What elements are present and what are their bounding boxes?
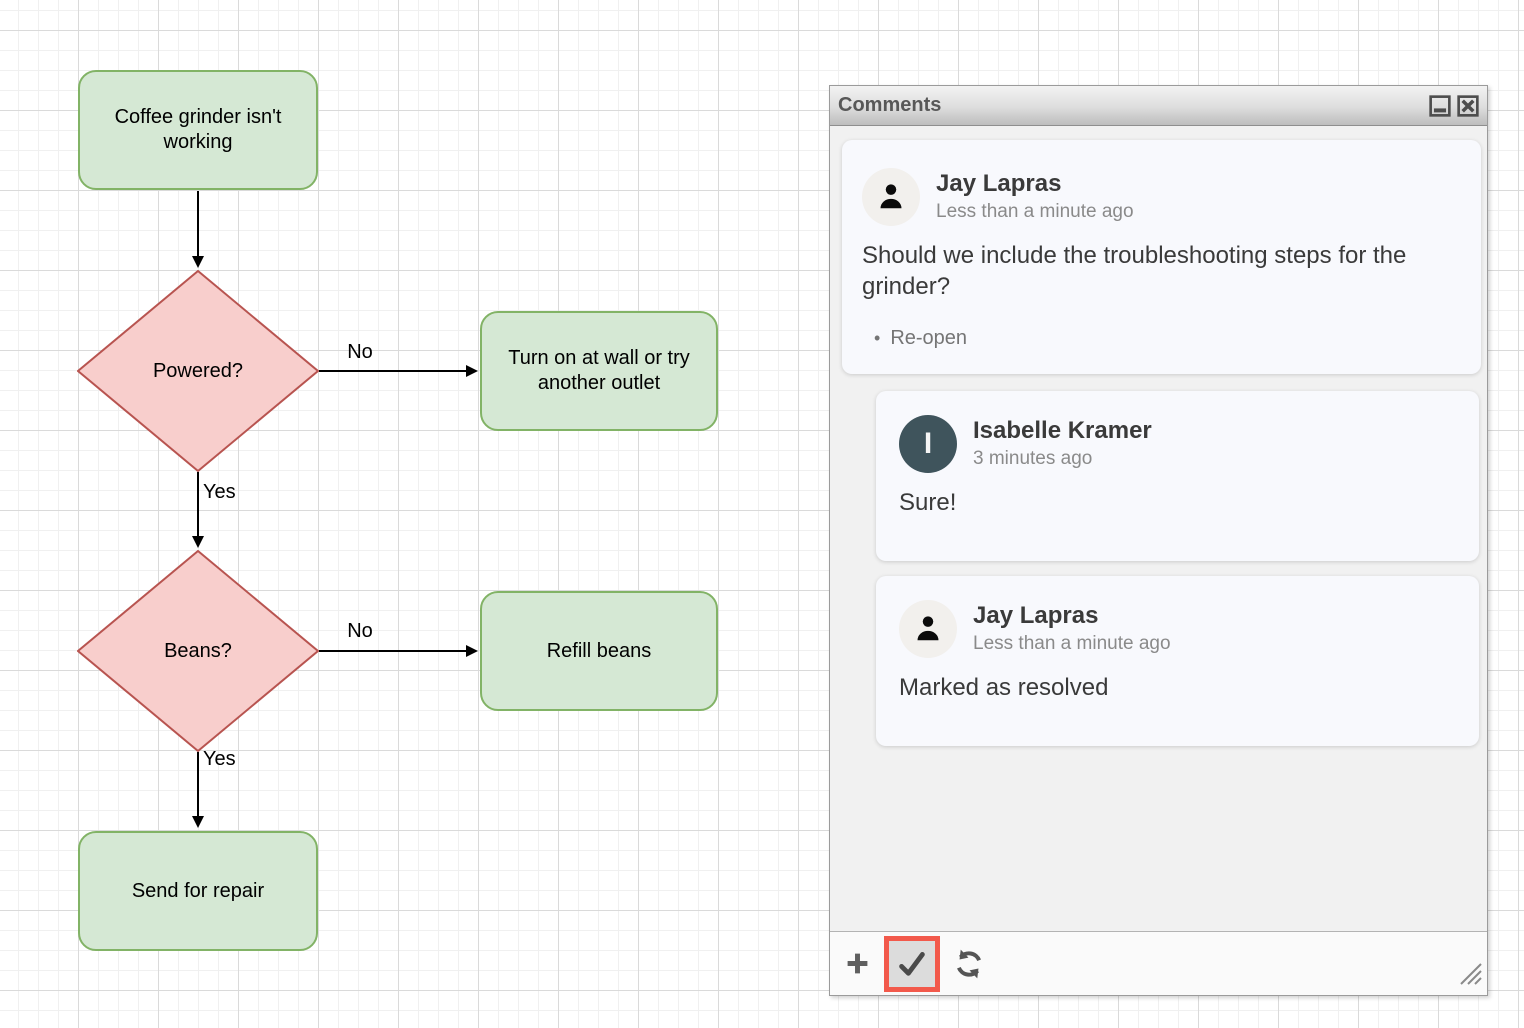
checkmark-icon [899,951,925,976]
comment-card: I Isabelle Kramer 3 minutes ago Sure! [876,391,1479,561]
node-label: Powered? [152,359,244,382]
comment-text: Marked as resolved [899,674,1109,701]
node-label: Send for repair [131,879,265,902]
plus-icon [847,953,867,974]
node-label: Coffee grinder isn't working [114,106,282,153]
avatar-letter: I [923,427,933,460]
refresh-comments-button[interactable] [952,947,986,981]
letter-avatar: I [899,415,957,473]
comments-window: Comments [829,85,1488,996]
window-title: Comments [838,94,942,116]
node-send-repair[interactable]: Send for repair [78,831,318,951]
add-comment-button[interactable] [842,949,872,979]
comment-timestamp: 3 minutes ago [973,448,1093,469]
reopen-link[interactable]: Re-open [890,327,968,349]
comment-card: Jay Lapras Less than a minute ago Marked… [876,576,1479,746]
minimize-button[interactable] [1429,94,1451,117]
node-label: Refill beans [546,639,652,662]
refresh-icon [957,949,981,978]
node-beans-decision[interactable]: Beans? [77,550,319,752]
edge-label-yes-beans[interactable]: Yes [203,748,236,770]
comment-author: Jay Lapras [973,602,1099,629]
edge-label-yes-powered[interactable]: Yes [203,481,236,503]
bullet: • [874,328,881,348]
node-label: Beans? [164,639,232,662]
comment-author: Jay Lapras [936,170,1062,197]
comment-card: Jay Lapras Less than a minute ago Should… [842,140,1481,374]
node-powered-decision[interactable]: Powered? [77,270,319,472]
comment-text: Sure! [899,489,957,516]
node-coffee-grinder[interactable]: Coffee grinder isn't working [78,70,318,190]
comments-window-titlebar[interactable]: Comments [830,86,1487,126]
comments-list: Jay Lapras Less than a minute ago Should… [830,126,1487,931]
comment-timestamp: Less than a minute ago [973,633,1171,654]
close-button[interactable] [1457,94,1479,117]
close-icon [1457,94,1479,117]
node-refill-beans[interactable]: Refill beans [480,591,718,711]
node-turn-on-wall[interactable]: Turn on at wall or try another outlet [480,311,718,431]
minimize-icon [1429,94,1451,117]
node-label: Turn on at wall or try another outlet [508,347,690,394]
comment-timestamp: Less than a minute ago [936,201,1134,222]
diamond-shape [77,270,319,472]
comments-toolbar [830,931,1487,995]
edge-label-no-powered[interactable]: No [347,341,373,363]
diamond-shape [77,550,319,752]
resolve-comment-button[interactable] [884,935,940,992]
person-avatar-icon [862,168,920,226]
edge-label-no-beans[interactable]: No [347,620,373,642]
comment-author: Isabelle Kramer [973,417,1152,444]
comment-text: Should we include the troubleshooting st… [862,242,1407,300]
resize-grip[interactable] [1458,961,1482,990]
person-avatar-icon [899,600,957,658]
